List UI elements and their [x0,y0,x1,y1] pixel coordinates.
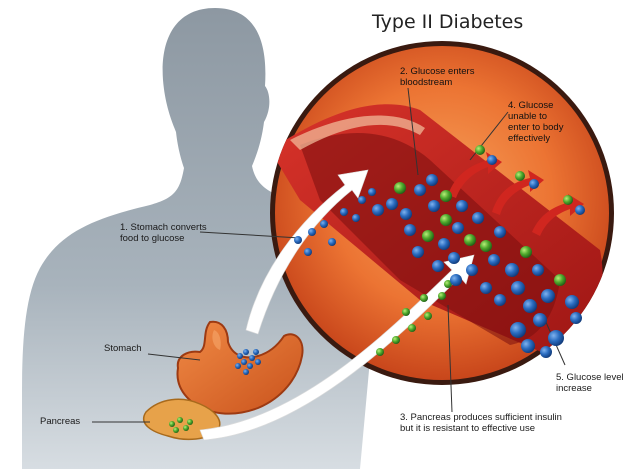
glucose-molecule [414,184,426,196]
insulin-molecule [420,294,428,302]
glucose-molecule [452,222,464,234]
glucose-molecule [488,254,500,266]
glucose-molecule [480,282,492,294]
glucose-molecule [532,264,544,276]
glucose-molecule [320,220,328,228]
glucose-molecule [255,359,261,365]
glucose-molecule [308,228,316,236]
glucose-molecule [253,349,259,355]
insulin-molecule [520,246,532,258]
label-step2: 2. Glucose enters bloodstream [400,66,475,88]
insulin-molecule [177,417,183,423]
glucose-molecule [505,263,519,277]
label-step5: 5. Glucose level increase [556,372,624,394]
insulin-molecule [480,240,492,252]
molecule-group [169,145,585,433]
glucose-molecule [352,214,360,222]
insulin-molecule [376,348,384,356]
glucose-molecule [400,208,412,220]
glucose-molecule [358,196,366,204]
glucose-molecule [428,200,440,212]
glucose-molecule [368,188,376,196]
glucose-molecule [570,312,582,324]
insulin-molecule [444,280,452,288]
insulin-molecule [169,421,175,427]
glucose-molecule [432,260,444,272]
insulin-molecule [424,312,432,320]
glucose-molecule [521,339,535,353]
insulin-molecule [183,425,189,431]
glucose-molecule [529,179,539,189]
insulin-molecule [563,195,573,205]
glucose-molecule [241,359,247,365]
glucose-molecule [466,264,478,276]
glucose-molecule [249,355,255,361]
glucose-molecule [575,205,585,215]
insulin-molecule [554,274,566,286]
glucose-molecule [540,346,552,358]
glucose-molecule [533,313,547,327]
insulin-molecule [438,292,446,300]
leader-lines [92,87,566,423]
diagram-title: Type II Diabetes [371,11,523,33]
glucose-molecule [494,294,506,306]
label-step4: 4. Glucose unable to enter to body effec… [508,100,564,144]
glucose-molecule [243,369,249,375]
glucose-molecule [340,208,348,216]
insulin-molecule [392,336,400,344]
label-step3: 3. Pancreas produces sufficient insulin … [400,412,562,434]
glucose-molecule [541,289,555,303]
insulin-molecule [394,182,406,194]
insulin-molecule [402,308,410,316]
glucose-molecule [235,363,241,369]
label-pancreas: Pancreas [40,416,81,427]
glucose-molecule [510,322,526,338]
insulin-molecule [440,190,452,202]
glucose-molecule [426,174,438,186]
glucose-molecule [448,252,460,264]
insulin-molecule [440,214,452,226]
glucose-molecule [294,236,302,244]
insulin-molecule [422,230,434,242]
insulin-molecule [475,145,485,155]
insulin-molecule [173,427,179,433]
glucose-molecule [412,246,424,258]
insulin-molecule [187,419,193,425]
glucose-molecule [404,224,416,236]
glucose-molecule [565,295,579,309]
insulin-molecule [408,324,416,332]
insulin-molecule [515,171,525,181]
insulin-molecule [464,234,476,246]
glucose-molecule [386,198,398,210]
glucose-molecule [548,330,564,346]
glucose-molecule [494,226,506,238]
glucose-molecule [523,299,537,313]
glucose-molecule [472,212,484,224]
glucose-molecule [438,238,450,250]
glucose-molecule [304,248,312,256]
glucose-molecule [487,155,497,165]
glucose-molecule [243,349,249,355]
glucose-molecule [450,274,462,286]
glucose-molecule [372,204,384,216]
glucose-molecule [456,200,468,212]
glucose-molecule [328,238,336,246]
label-step1: 1. Stomach converts food to glucose [120,222,207,244]
label-stomach: Stomach [104,343,142,354]
glucose-molecule [511,281,525,295]
glucose-molecule [237,353,243,359]
glucose-molecule [247,363,253,369]
